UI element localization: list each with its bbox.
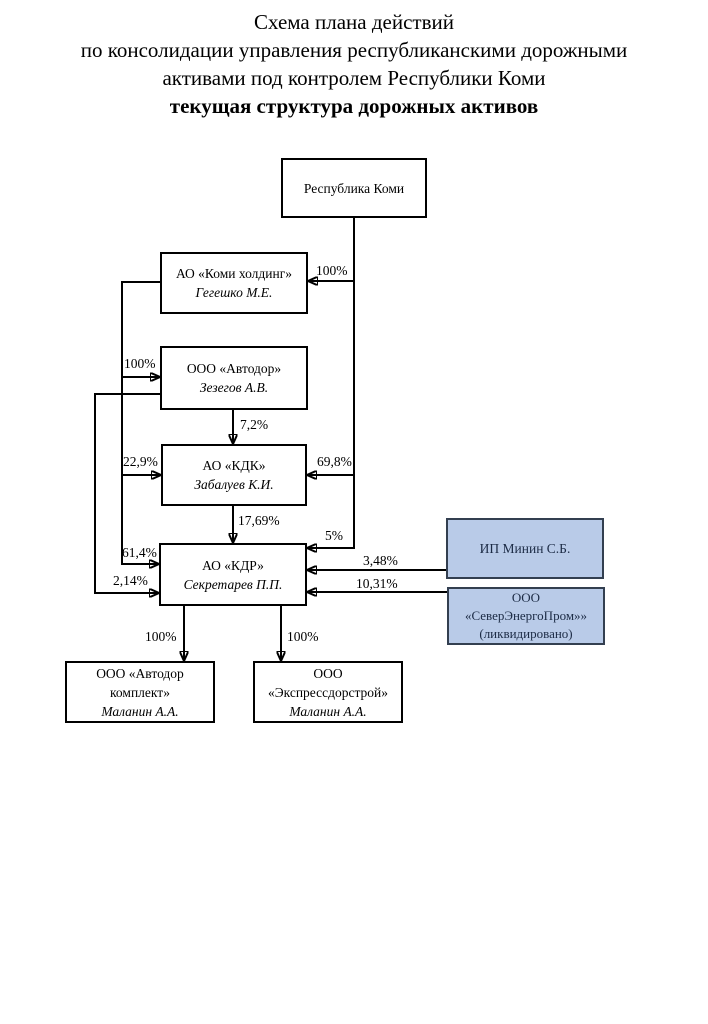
node-minin: ИП Минин С.Б. <box>446 518 604 579</box>
edge-label-kdr-komplekt: 100% <box>145 629 177 644</box>
title-line-1: Схема плана действий <box>253 10 454 34</box>
edge-label-kdk-kdr: 17,69% <box>238 513 280 528</box>
node-severenergoprom-line2: «СеверЭнергоПром»» <box>464 608 588 623</box>
edge-label-avtodor-kdr: 2,14% <box>113 573 148 588</box>
edge-label-holding-kdr: 61,4% <box>122 545 157 560</box>
node-kdr-person: Секретарев П.П. <box>183 576 283 592</box>
node-republic-komi-label: Республика Коми <box>303 180 405 196</box>
edge-label-avtodor-kdk: 7,2% <box>240 417 269 432</box>
node-expressdorstroy-line2: «Экспрессдорстрой» <box>267 684 389 700</box>
edge-label-rk-holding: 100% <box>316 263 348 278</box>
node-expressdorstroy-person: Маланин А.А. <box>289 703 367 719</box>
node-severenergoprom-line1: ООО <box>511 590 541 605</box>
title-line-4-bold: текущая структура дорожных активов <box>169 94 539 118</box>
title-line-2: по консолидации управления республиканск… <box>80 38 628 62</box>
node-komi-holding: АО «Коми холдинг» Гегешко М.Е. <box>160 252 308 314</box>
edge-label-rk-kdk: 69,8% <box>317 454 352 469</box>
edge-label-holding-avtodor: 100% <box>124 356 156 371</box>
diagram-title: Схема плана действий по консолидации упр… <box>0 8 708 120</box>
node-severenergoprom-line3: (ликвидировано) <box>479 626 573 641</box>
node-severenergoprom: ООО «СеверЭнергоПром»» (ликвидировано) <box>447 587 605 645</box>
node-avtodor-komplekt: ООО «Автодор комплект» Маланин А.А. <box>65 661 215 723</box>
connector-holding-kdr-61pct <box>121 281 160 564</box>
node-avtodor-label: ООО «Автодор» <box>186 361 282 376</box>
node-kdr: АО «КДР» Секретарев П.П. <box>159 543 307 606</box>
node-avtodor-komplekt-line1: ООО «Автодор <box>96 665 184 681</box>
node-kdk-label: АО «КДК» <box>202 458 266 473</box>
node-avtodor-person: Зезегов А.В. <box>199 380 269 395</box>
edge-label-kdr-express: 100% <box>287 629 319 644</box>
node-komi-holding-label: АО «Коми холдинг» <box>175 266 293 281</box>
node-avtodor-komplekt-line2: комплект» <box>110 684 170 700</box>
edge-label-rk-kdr: 5% <box>325 528 343 543</box>
node-expressdorstroy-line1: ООО <box>313 665 343 681</box>
edge-label-holding-kdk: 22,9% <box>123 454 158 469</box>
node-minin-label: ИП Минин С.Б. <box>479 541 571 556</box>
node-avtodor-komplekt-person: Маланин А.А. <box>101 703 179 719</box>
node-republic-komi: Республика Коми <box>281 158 427 218</box>
node-kdk: АО «КДК» Забалуев К.И. <box>161 444 307 506</box>
edge-label-sever-kdr: 10,31% <box>356 576 398 591</box>
node-kdk-person: Забалуев К.И. <box>194 477 274 492</box>
node-komi-holding-person: Гегешко М.Е. <box>195 285 273 300</box>
node-kdr-label: АО «КДР» <box>202 557 264 573</box>
title-line-3: активами под контролем Республики Коми <box>162 66 546 90</box>
node-expressdorstroy: ООО «Экспрессдорстрой» Маланин А.А. <box>253 661 403 723</box>
node-avtodor: ООО «Автодор» Зезегов А.В. <box>160 346 308 410</box>
edge-label-minin-kdr: 3,48% <box>363 553 398 568</box>
connector-avtodor-kdr-2pct <box>94 393 160 593</box>
connector-rk-kdr-5pct <box>308 217 355 548</box>
